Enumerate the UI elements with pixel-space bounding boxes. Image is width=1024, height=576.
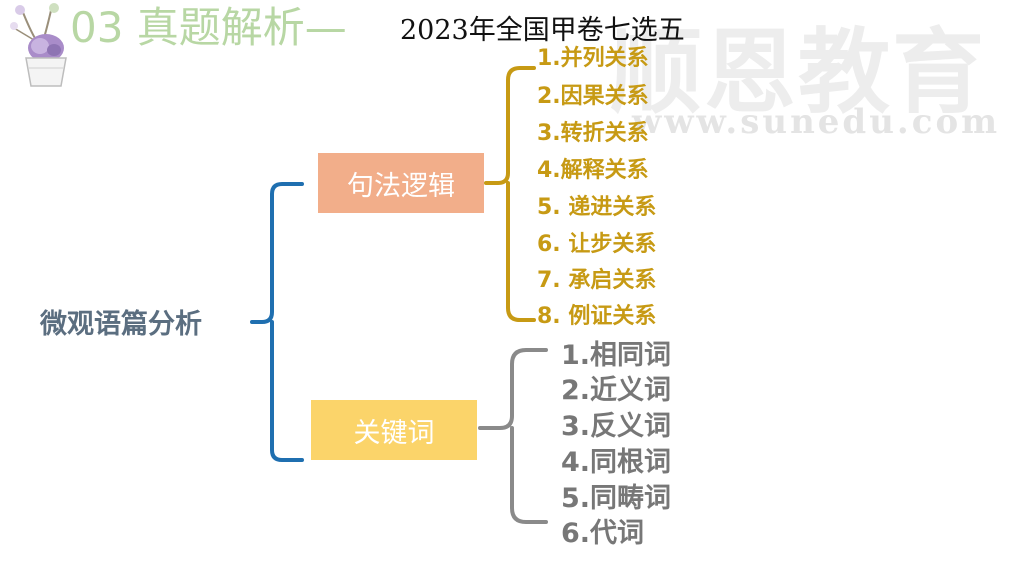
keyword-item: 4.同根词 xyxy=(561,447,672,478)
keyword-item: 3.反义词 xyxy=(561,411,672,442)
keyword-item: 2.近义词 xyxy=(561,375,672,406)
relation-item: 7. 承启关系 xyxy=(537,268,657,293)
branch-syntax-logic: 句法逻辑 xyxy=(318,153,484,213)
slide-subtitle: 2023年全国甲卷七选五 xyxy=(400,15,685,46)
relation-item: 6. 让步关系 xyxy=(537,232,657,257)
relation-item: 2.因果关系 xyxy=(537,84,649,109)
relation-item: 5. 递进关系 xyxy=(537,195,657,220)
mindmap-root-label: 微观语篇分析 xyxy=(40,309,202,340)
relation-item: 8. 例证关系 xyxy=(537,304,657,329)
relation-item: 4.解释关系 xyxy=(537,158,649,183)
syntax-brace xyxy=(484,66,536,322)
keyword-item: 6.代词 xyxy=(561,518,645,549)
slide-title: 03 真题解析— xyxy=(70,3,347,52)
keyword-brace xyxy=(478,348,548,524)
relation-item: 1.并列关系 xyxy=(537,46,649,71)
watermark-url: www.sunedu.com xyxy=(632,102,1001,142)
flower-pot-icon xyxy=(10,3,67,87)
watermark-brand: 顺恩教育 xyxy=(610,19,987,126)
root-bracket xyxy=(250,182,304,462)
branch-keywords: 关键词 xyxy=(311,400,477,460)
keyword-item: 1.相同词 xyxy=(561,340,672,371)
keyword-item: 5.同畴词 xyxy=(561,483,672,514)
relation-item: 3.转折关系 xyxy=(537,121,649,146)
